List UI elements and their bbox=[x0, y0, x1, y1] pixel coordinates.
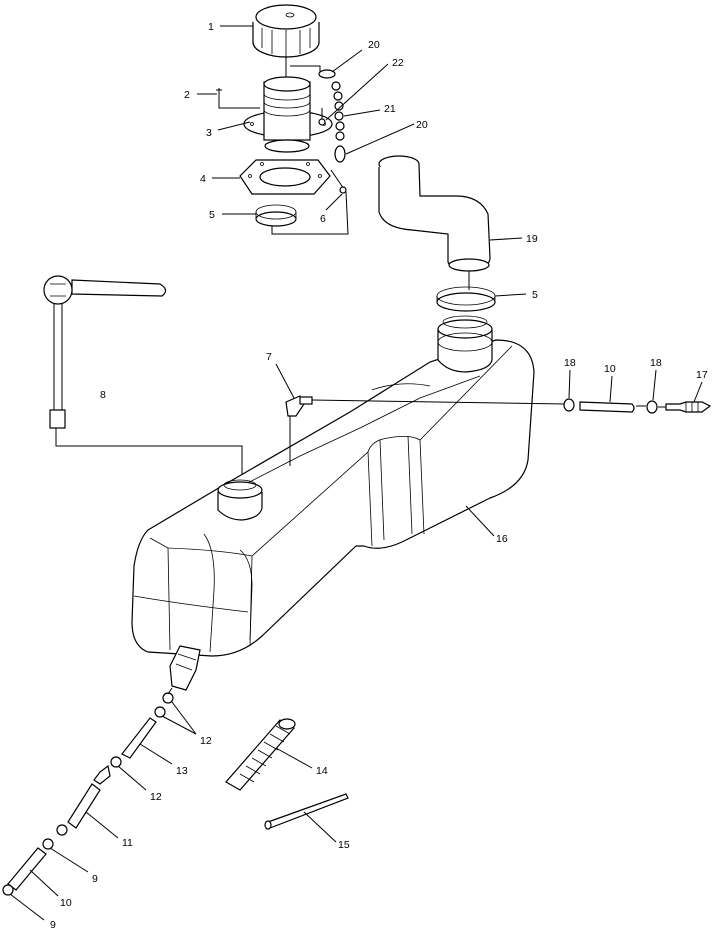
callout-21: 21 bbox=[384, 103, 396, 115]
callout-17: 17 bbox=[696, 369, 708, 381]
leader-13 bbox=[139, 743, 173, 765]
leader-10a bbox=[609, 375, 613, 403]
outlet-fitting bbox=[169, 645, 201, 691]
callout-7: 7 bbox=[266, 351, 272, 363]
callout-18b: 18 bbox=[650, 357, 662, 369]
callout-10a: 10 bbox=[604, 363, 616, 375]
callout-12b: 12 bbox=[150, 791, 162, 803]
fuel-tank bbox=[131, 339, 535, 657]
filler-tube bbox=[378, 155, 491, 272]
leader-9b bbox=[9, 893, 45, 921]
callout-6: 6 bbox=[320, 213, 326, 225]
rod-15 bbox=[264, 793, 349, 830]
callout-3: 3 bbox=[206, 127, 212, 139]
leader-6 bbox=[325, 193, 343, 211]
callout-12a: 12 bbox=[200, 735, 212, 747]
callout-19: 19 bbox=[526, 233, 538, 245]
callout-15: 15 bbox=[338, 839, 350, 851]
clamp-ring-lower bbox=[436, 286, 496, 312]
leader-15 bbox=[303, 811, 337, 843]
tank-neck bbox=[437, 315, 493, 373]
leader-17 bbox=[693, 381, 703, 403]
leader-19 bbox=[489, 237, 523, 241]
leader-18b bbox=[652, 369, 657, 401]
callout-20b: 20 bbox=[416, 119, 428, 131]
callout-9b: 9 bbox=[50, 919, 56, 929]
leader-16 bbox=[465, 505, 495, 537]
tank-gauge-boss bbox=[217, 479, 263, 521]
leader-7 bbox=[275, 363, 295, 399]
callout-14: 14 bbox=[316, 765, 328, 777]
fuel-gauge-sender bbox=[43, 275, 243, 486]
leader-12a bbox=[171, 701, 197, 735]
callout-9a: 9 bbox=[92, 873, 98, 885]
callout-18a: 18 bbox=[564, 357, 576, 369]
callout-5a: 5 bbox=[209, 209, 215, 221]
callout-1: 1 bbox=[208, 21, 214, 33]
screw-2 bbox=[197, 88, 260, 109]
callout-20a: 20 bbox=[368, 39, 380, 51]
callout-5b: 5 bbox=[532, 289, 538, 301]
leader-18a bbox=[568, 369, 571, 399]
vent-hose-assembly bbox=[563, 398, 712, 414]
leader-12a-2 bbox=[161, 715, 197, 735]
leader-3 bbox=[217, 121, 251, 131]
leader-14 bbox=[275, 747, 313, 769]
clamp-ring-upper bbox=[255, 204, 297, 227]
callout-2: 2 bbox=[184, 89, 190, 101]
leader-22 bbox=[325, 63, 389, 121]
gasket bbox=[239, 159, 331, 195]
leader-12b bbox=[117, 765, 147, 791]
retainer-chain bbox=[271, 65, 349, 235]
callout-22: 22 bbox=[392, 57, 404, 69]
callout-8: 8 bbox=[100, 389, 106, 401]
leader-11 bbox=[85, 811, 119, 839]
leader-20a bbox=[331, 49, 363, 73]
callout-11: 11 bbox=[122, 837, 133, 849]
fuel-cap bbox=[252, 4, 320, 58]
leader-9a bbox=[49, 847, 89, 873]
callout-10b: 10 bbox=[60, 897, 72, 909]
leader-5b bbox=[494, 293, 527, 297]
spiral-wrap bbox=[225, 718, 296, 791]
filler-neck bbox=[243, 76, 333, 153]
leader-20b bbox=[345, 123, 415, 155]
callout-16: 16 bbox=[496, 533, 508, 545]
leader-21 bbox=[343, 109, 381, 117]
leader-10b bbox=[29, 869, 59, 897]
fuel-line-assembly bbox=[2, 687, 174, 896]
callout-4: 4 bbox=[200, 173, 206, 185]
callout-13: 13 bbox=[176, 765, 188, 777]
vent-fitting bbox=[285, 395, 567, 466]
